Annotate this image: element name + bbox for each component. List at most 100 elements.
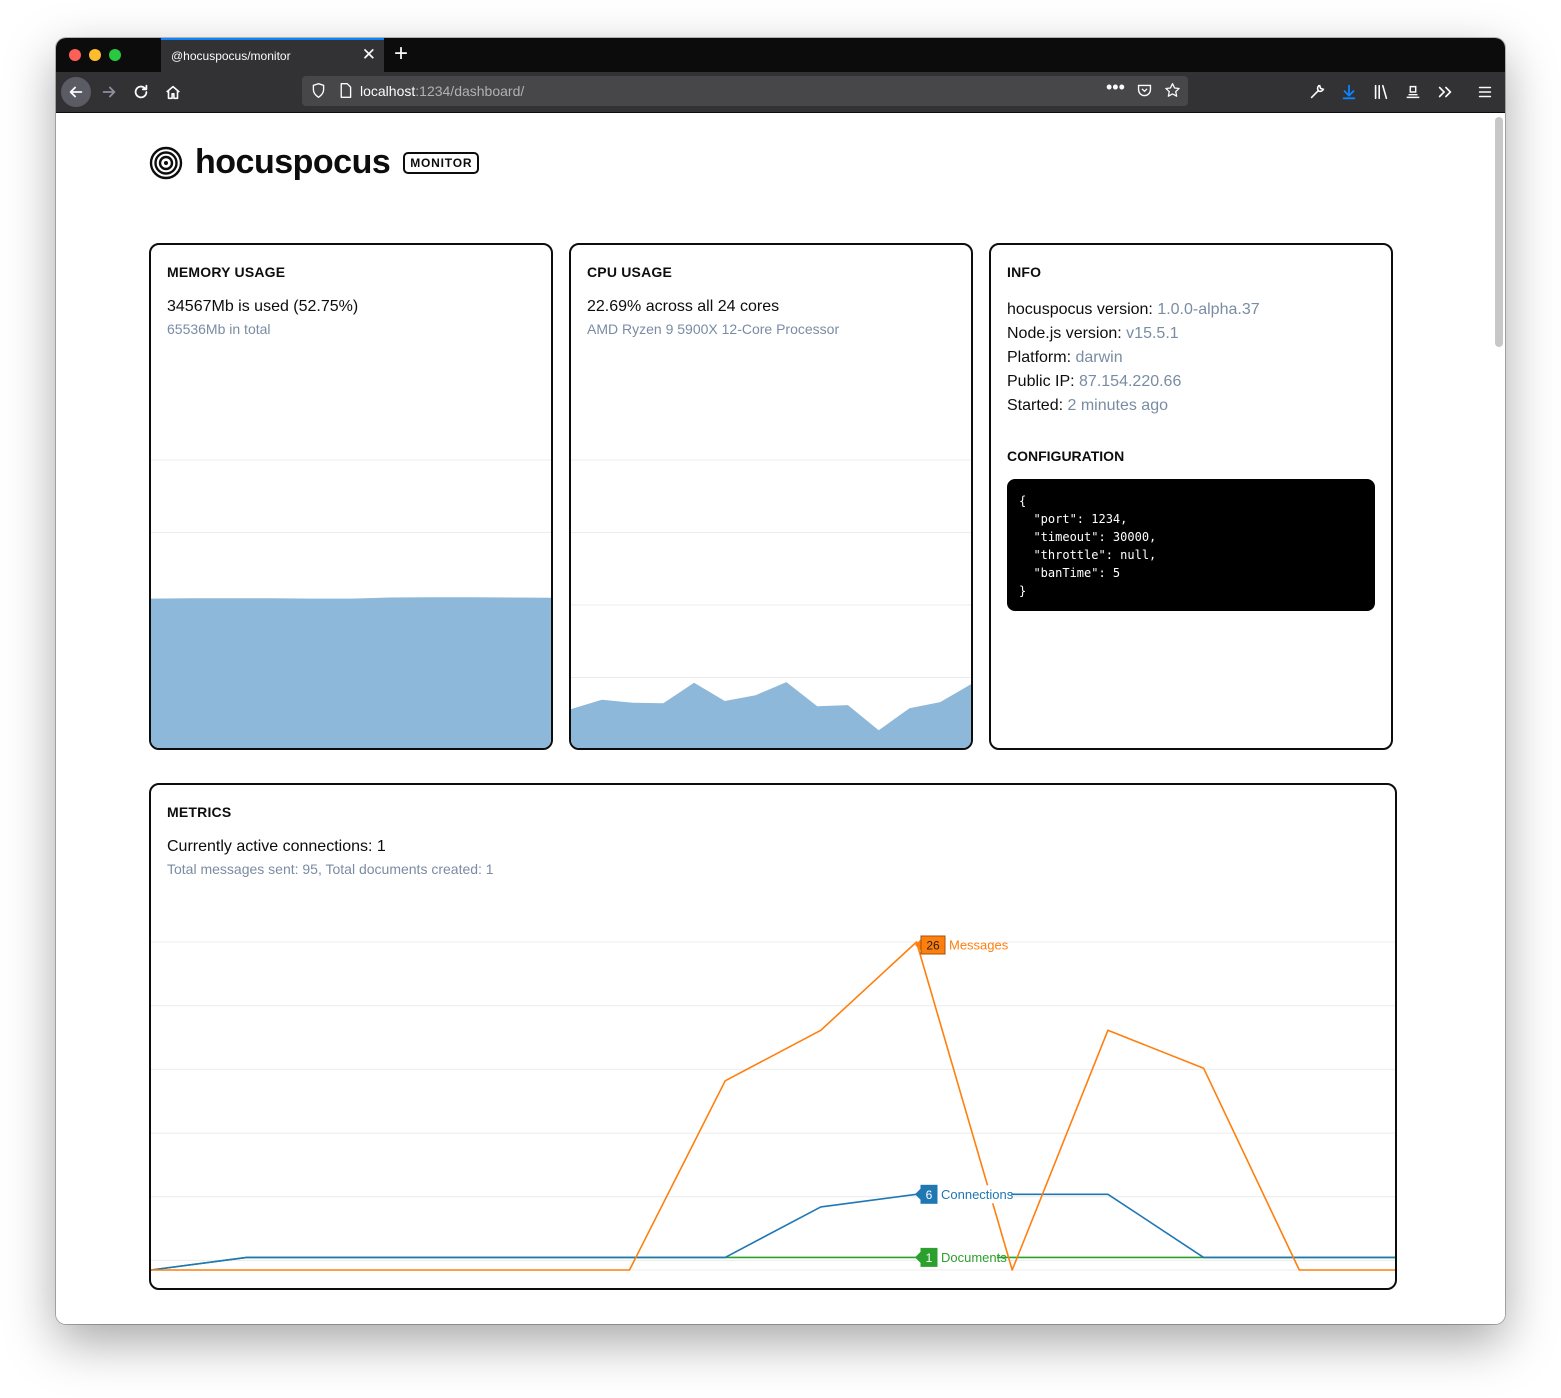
arrow-left-icon — [69, 86, 83, 98]
minimize-window-button[interactable] — [89, 49, 101, 61]
cpu-area — [571, 682, 971, 748]
cpu-chart — [571, 459, 971, 748]
info-value: 1.0.0-alpha.37 — [1157, 301, 1260, 318]
info-row-ip: Public IP: 87.154.220.66 — [1007, 370, 1260, 394]
chevrons-right-icon — [1438, 86, 1452, 98]
menu-button[interactable] — [1470, 77, 1500, 107]
shield-icon[interactable] — [310, 82, 327, 99]
series-line-connections — [151, 1193, 1395, 1271]
cpu-card: CPU USAGE 22.69% across all 24 cores AMD… — [569, 243, 973, 750]
extension-icon — [1406, 85, 1420, 99]
series-line-documents — [151, 1256, 1395, 1271]
info-label: hocuspocus version: — [1007, 301, 1158, 318]
tab-strip: @hocuspocus/monitor ✕ + — [56, 38, 1505, 72]
app-name: hocuspocus — [195, 143, 391, 181]
close-tab-icon[interactable]: ✕ — [361, 45, 376, 64]
more-actions-icon[interactable]: ••• — [1106, 77, 1125, 97]
logo: hocuspocus MONITOR — [149, 143, 480, 182]
page-content: hocuspocus MONITOR MEMORY USAGE 34567Mb … — [56, 113, 1505, 1324]
monitor-badge: MONITOR — [403, 151, 480, 174]
forward-button[interactable] — [94, 77, 124, 107]
library-icon — [1374, 84, 1388, 100]
active-connections: Currently active connections: 1 — [167, 838, 386, 855]
label-value: 26 — [926, 939, 940, 953]
new-tab-button[interactable]: + — [394, 40, 409, 67]
extension-button[interactable] — [1398, 77, 1428, 107]
bookmark-star-icon[interactable] — [1164, 82, 1181, 99]
close-window-button[interactable] — [69, 49, 81, 61]
metrics-chart: 1 Documents 6 Connections 26 Messages — [151, 935, 1395, 1271]
cpu-model: AMD Ryzen 9 5900X 12-Core Processor — [587, 321, 840, 337]
configuration-title: CONFIGURATION — [1007, 448, 1125, 464]
download-icon — [1342, 84, 1356, 100]
active-tab[interactable]: @hocuspocus/monitor ✕ — [161, 38, 384, 72]
metrics-title: METRICS — [167, 804, 232, 820]
info-row-version: hocuspocus version: 1.0.0-alpha.37 — [1007, 298, 1260, 322]
cpu-usage: 22.69% across all 24 cores — [587, 298, 780, 315]
url-path: :1234/dashboard/ — [415, 83, 525, 99]
nav-bar: localhost:1234/dashboard/ ••• — [56, 72, 1505, 113]
series-label-messages: 26 Messages — [915, 935, 1009, 955]
series-label-documents: 1 Documents — [915, 1247, 1007, 1267]
label-name: Connections — [941, 1187, 1014, 1202]
info-label: Node.js version: — [1007, 325, 1127, 342]
memory-chart — [151, 459, 551, 748]
arrow-right-icon — [102, 86, 116, 98]
zoom-window-button[interactable] — [109, 49, 121, 61]
url-text[interactable]: localhost:1234/dashboard/ — [360, 83, 524, 99]
label-value: 6 — [926, 1188, 933, 1202]
metrics-card: METRICS Currently active connections: 1 … — [149, 783, 1397, 1290]
label-value: 1 — [926, 1251, 933, 1265]
memory-area — [151, 597, 551, 748]
tools-button[interactable] — [1302, 77, 1332, 107]
info-card: INFO hocuspocus version: 1.0.0-alpha.37 … — [989, 243, 1393, 750]
pocket-icon[interactable] — [1136, 82, 1153, 99]
label-name: Documents — [941, 1250, 1007, 1265]
configuration-code: { "port": 1234, "timeout": 30000, "throt… — [1007, 479, 1375, 611]
cpu-title: CPU USAGE — [587, 264, 673, 280]
info-row-platform: Platform: darwin — [1007, 346, 1260, 370]
label-pointer — [915, 939, 921, 951]
label-value-box — [920, 1184, 938, 1204]
spiral-icon — [149, 146, 183, 179]
hamburger-icon — [1478, 86, 1492, 98]
scrollbar[interactable] — [1495, 117, 1503, 347]
label-bg — [924, 1248, 997, 1267]
info-label: Started: — [1007, 397, 1068, 414]
memory-title: MEMORY USAGE — [167, 264, 286, 280]
label-value-box — [920, 1247, 938, 1267]
label-bg — [924, 1185, 1012, 1204]
memory-used: 34567Mb is used (52.75%) — [167, 298, 359, 315]
memory-total: 65536Mb in total — [167, 321, 271, 337]
downloads-button[interactable] — [1334, 77, 1364, 107]
home-button[interactable] — [158, 77, 188, 107]
overflow-button[interactable] — [1430, 77, 1460, 107]
info-row-started: Started: 2 minutes ago — [1007, 394, 1260, 418]
info-title: INFO — [1007, 264, 1042, 280]
info-row-node: Node.js version: v15.5.1 — [1007, 322, 1260, 346]
url-bar[interactable]: localhost:1234/dashboard/ ••• — [302, 76, 1188, 106]
reload-button[interactable] — [126, 77, 156, 107]
info-label: Platform: — [1007, 349, 1076, 366]
label-pointer — [915, 1188, 921, 1201]
info-list: hocuspocus version: 1.0.0-alpha.37 Node.… — [1007, 298, 1260, 418]
label-name: Messages — [949, 938, 1009, 953]
memory-card: MEMORY USAGE 34567Mb is used (52.75%) 65… — [149, 243, 553, 750]
metrics-totals: Total messages sent: 95, Total documents… — [167, 861, 494, 877]
info-value: 2 minutes ago — [1067, 397, 1168, 414]
page-icon — [337, 82, 354, 99]
wrench-icon — [1310, 84, 1325, 99]
tab-title: @hocuspocus/monitor — [171, 49, 291, 63]
info-label: Public IP: — [1007, 373, 1080, 390]
info-value: 87.154.220.66 — [1079, 373, 1182, 390]
series-label-connections: 6 Connections — [915, 1184, 1014, 1204]
url-host: localhost — [360, 83, 416, 99]
info-value: v15.5.1 — [1126, 325, 1179, 342]
label-pointer — [915, 1251, 921, 1264]
series-line-messages — [151, 941, 1395, 1271]
reload-icon — [134, 84, 148, 99]
library-button[interactable] — [1366, 77, 1396, 107]
browser-window: @hocuspocus/monitor ✕ + localhost:1234/d… — [56, 38, 1505, 1324]
info-value: darwin — [1075, 349, 1123, 366]
back-button[interactable] — [61, 77, 91, 107]
